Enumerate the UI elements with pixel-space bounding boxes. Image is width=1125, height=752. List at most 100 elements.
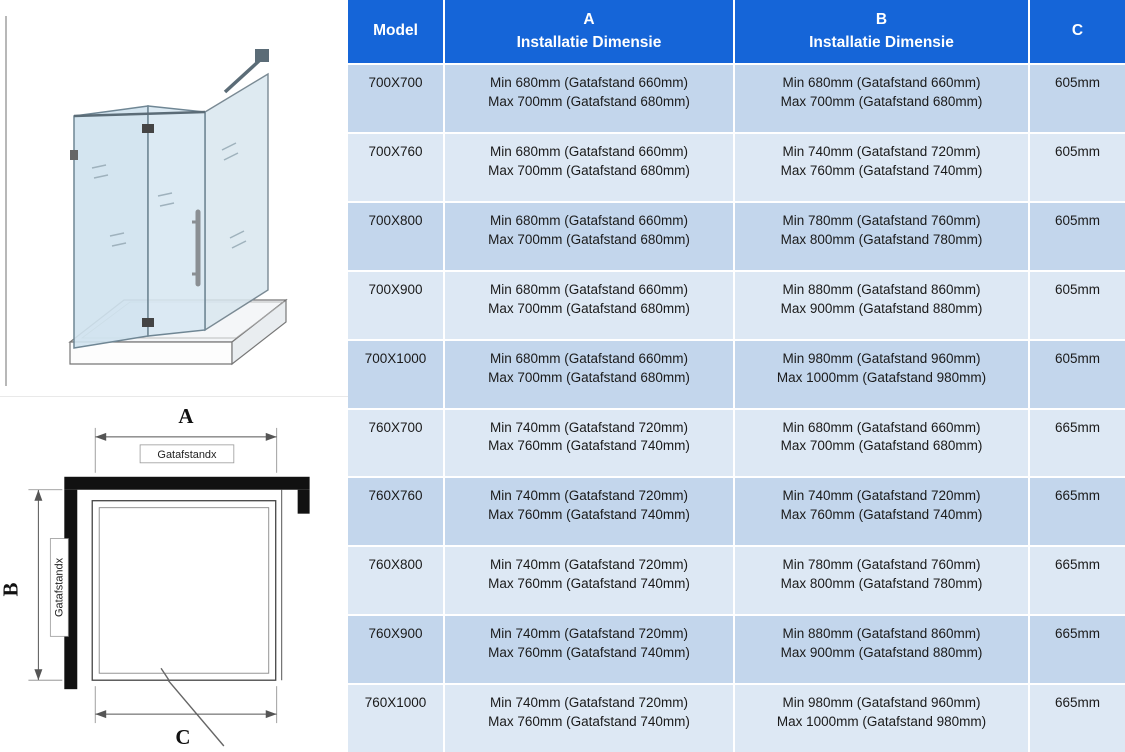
dim-a-min: Min 680mm (Gatafstand 660mm) <box>489 212 689 228</box>
dim-c-cell: 665mm <box>1030 478 1125 545</box>
model-value: 700X760 <box>368 143 423 159</box>
dim-c-value: 665mm <box>1054 488 1100 504</box>
dim-b-cell: Min 880mm (Gatafstand 860mm) Max 900mm (… <box>735 271 1030 339</box>
dim-b-min: Min 680mm (Gatafstand 660mm) <box>782 75 981 90</box>
model-cell: 700X760 <box>348 133 445 201</box>
header-model: Model <box>348 0 445 63</box>
dim-a-max: Max 760mm (Gatafstand 740mm) <box>488 507 690 523</box>
table-row: 760X900 Min 740mm (Gatafstand 720mm) Max… <box>348 616 1125 686</box>
dim-a-min: Min 740mm (Gatafstand 720mm) <box>489 419 689 435</box>
model-value: 760X760 <box>368 488 423 504</box>
plan-label-c: C <box>175 725 190 749</box>
model-cell: 760X900 <box>348 616 445 684</box>
dim-a-min: Min 740mm (Gatafstand 720mm) <box>489 626 689 642</box>
dimension-table: Model A Installatie Dimensie B Installat… <box>348 0 1125 752</box>
table-row: 760X760 Min 740mm (Gatafstand 720mm) Max… <box>348 478 1125 548</box>
model-cell: 760X760 <box>348 478 445 546</box>
header-model-label: Model <box>373 22 418 40</box>
isometric-diagram <box>0 0 348 397</box>
dim-a-max: Max 760mm (Gatafstand 740mm) <box>488 714 690 730</box>
table-row: 700X800 Min 680mm (Gatafstand 660mm) Max… <box>348 202 1125 272</box>
dim-a-max: Max 760mm (Gatafstand 740mm) <box>488 438 690 454</box>
arrow-right-icon <box>265 710 277 719</box>
model-value: 760X800 <box>368 557 423 573</box>
dim-top-label: Gatafstandx <box>157 449 217 461</box>
dim-b-min: Min 780mm (Gatafstand 760mm) <box>782 212 981 228</box>
dim-b-min: Min 980mm (Gatafstand 960mm) <box>782 695 981 711</box>
dim-b-max: Max 900mm (Gatafstand 880mm) <box>780 645 983 661</box>
header-b: B Installatie Dimensie <box>735 0 1030 63</box>
dim-c-cell: 605mm <box>1030 341 1125 408</box>
table-row: 700X900 Min 680mm (Gatafstand 660mm) Max… <box>348 271 1125 341</box>
support-bar <box>223 49 269 94</box>
plan-label-a: A <box>178 404 193 428</box>
glass-reflection-marks <box>91 142 247 249</box>
dim-a-cell: Min 740mm (Gatafstand 720mm) Max 760mm (… <box>445 409 735 477</box>
table-row: 700X760 Min 680mm (Gatafstand 660mm) Max… <box>348 133 1125 203</box>
model-value: 700X800 <box>368 212 423 228</box>
dim-b-min: Min 780mm (Gatafstand 760mm) <box>782 557 981 573</box>
dim-a-max: Max 760mm (Gatafstand 740mm) <box>488 576 690 592</box>
arrow-left-icon <box>95 432 107 441</box>
dim-a-min: Min 740mm (Gatafstand 720mm) <box>489 488 689 504</box>
dim-top-box <box>139 444 235 464</box>
dim-a-cell: Min 680mm (Gatafstand 660mm) Max 700mm (… <box>445 202 735 270</box>
model-value: 700X1000 <box>364 350 427 366</box>
dimension-line-b <box>28 489 63 681</box>
dimension-line-c <box>94 686 278 724</box>
dim-c-cell: 605mm <box>1030 134 1125 201</box>
shower-isometric-svg <box>5 16 288 386</box>
dim-b-max: Max 800mm (Gatafstand 780mm) <box>780 576 983 592</box>
header-b-subtitle: Installatie Dimensie <box>809 33 954 51</box>
hinge-icon <box>70 124 154 327</box>
dim-c-cell: 665mm <box>1030 685 1125 752</box>
dim-c-value: 605mm <box>1054 281 1100 297</box>
table-row: 760X1000 Min 740mm (Gatafstand 720mm) Ma… <box>348 685 1125 752</box>
dim-a-cell: Min 740mm (Gatafstand 720mm) Max 760mm (… <box>445 478 735 546</box>
dim-b-cell: Min 780mm (Gatafstand 760mm) Max 800mm (… <box>735 547 1030 615</box>
door-swing-line <box>160 667 225 747</box>
table-header-row: Model A Installatie Dimensie B Installat… <box>348 0 1125 65</box>
model-cell: 700X900 <box>348 271 445 339</box>
dim-c-value: 665mm <box>1054 626 1100 642</box>
table-row: 760X700 Min 740mm (Gatafstand 720mm) Max… <box>348 409 1125 479</box>
shower-plan-svg: A Gatafstandx <box>0 404 310 749</box>
wall <box>64 476 310 690</box>
dim-c-cell: 605mm <box>1030 65 1125 132</box>
dim-b-min: Min 740mm (Gatafstand 720mm) <box>782 488 981 504</box>
dim-a-min: Min 680mm (Gatafstand 660mm) <box>489 75 689 90</box>
dim-b-max: Max 1000mm (Gatafstand 980mm) <box>776 714 987 730</box>
model-value: 760X900 <box>368 626 423 642</box>
dim-a-max: Max 700mm (Gatafstand 680mm) <box>488 162 690 178</box>
dim-left-box <box>49 538 69 637</box>
dim-a-max: Max 700mm (Gatafstand 680mm) <box>488 231 690 247</box>
dim-a-min: Min 740mm (Gatafstand 720mm) <box>489 695 689 711</box>
dim-c-value: 665mm <box>1054 557 1100 573</box>
model-cell: 700X1000 <box>348 340 445 408</box>
model-value: 760X1000 <box>364 695 427 711</box>
dim-b-max: Max 700mm (Gatafstand 680mm) <box>780 438 983 454</box>
header-c-label: C <box>1071 22 1084 40</box>
arrow-right-icon <box>265 432 277 441</box>
arrow-up-icon <box>34 489 43 501</box>
dim-b-cell: Min 740mm (Gatafstand 720mm) Max 760mm (… <box>735 133 1030 201</box>
dim-c-cell: 605mm <box>1030 272 1125 339</box>
diagram-panel: A Gatafstandx <box>0 0 348 752</box>
arrow-left-icon <box>95 710 107 719</box>
model-value: 700X700 <box>368 75 423 90</box>
table-row: 700X1000 Min 680mm (Gatafstand 660mm) Ma… <box>348 340 1125 410</box>
dim-c-cell: 605mm <box>1030 203 1125 270</box>
dim-b-min: Min 680mm (Gatafstand 660mm) <box>782 419 981 435</box>
dim-b-max: Max 760mm (Gatafstand 740mm) <box>780 507 983 523</box>
dim-c-cell: 665mm <box>1030 547 1125 614</box>
dim-a-cell: Min 680mm (Gatafstand 660mm) Max 700mm (… <box>445 340 735 408</box>
dim-b-min: Min 880mm (Gatafstand 860mm) <box>782 626 981 642</box>
dim-b-max: Max 900mm (Gatafstand 880mm) <box>780 300 983 316</box>
dim-a-max: Max 700mm (Gatafstand 680mm) <box>488 93 690 109</box>
dim-a-cell: Min 740mm (Gatafstand 720mm) Max 760mm (… <box>445 616 735 684</box>
side-glass-panel <box>204 72 269 332</box>
dim-b-cell: Min 780mm (Gatafstand 760mm) Max 800mm (… <box>735 202 1030 270</box>
table-row: 760X800 Min 740mm (Gatafstand 720mm) Max… <box>348 547 1125 617</box>
dim-b-cell: Min 680mm (Gatafstand 660mm) Max 700mm (… <box>735 409 1030 477</box>
plan-label-b: B <box>0 582 22 596</box>
